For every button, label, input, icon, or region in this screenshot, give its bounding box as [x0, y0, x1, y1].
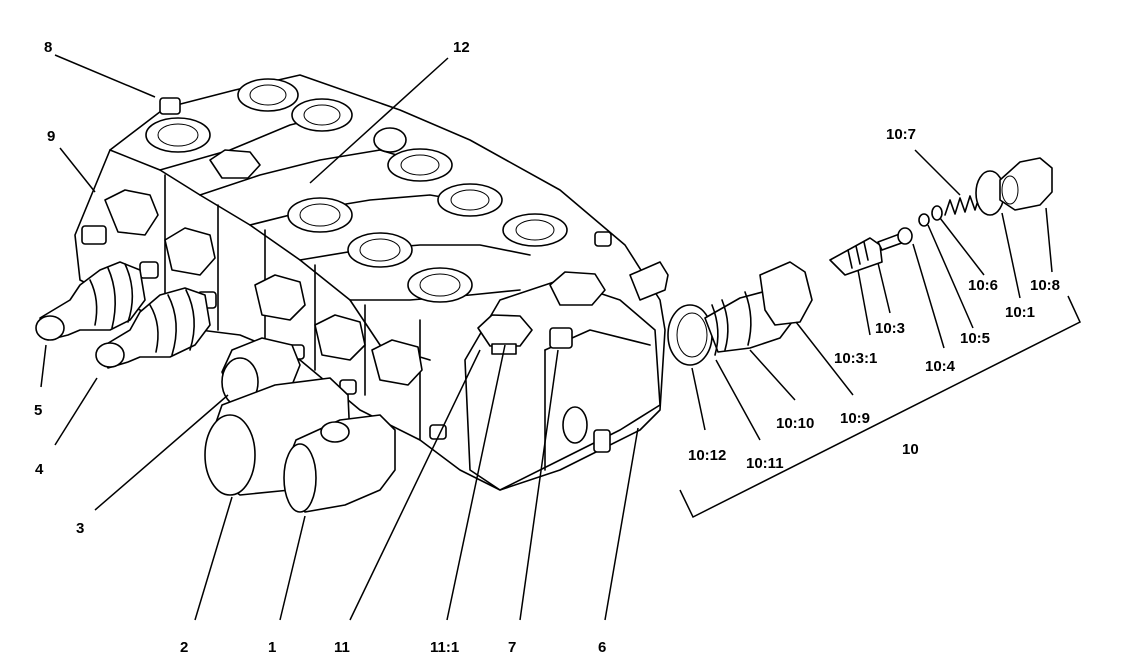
label-10-4: 10:4: [925, 358, 956, 375]
label-10-10: 10:10: [776, 415, 814, 432]
label-6: 6: [598, 639, 606, 656]
label-11-1: 11:1: [430, 639, 459, 656]
label-10: 10: [902, 441, 919, 458]
label-10-9: 10:9: [840, 410, 870, 427]
label-10-3: 10:3: [875, 320, 905, 337]
label-1: 1: [268, 639, 276, 656]
relief-valve-cartridge: [667, 157, 1081, 519]
label-4: 4: [35, 461, 44, 478]
label-9: 9: [47, 128, 55, 145]
label-10-3-1: 10:3:1: [834, 350, 877, 367]
label-3: 3: [76, 520, 84, 537]
label-10-1: 10:1: [1005, 304, 1035, 321]
label-10-6: 10:6: [968, 277, 998, 294]
label-11: 11: [334, 639, 350, 656]
label-12: 12: [453, 39, 470, 56]
label-7: 7: [508, 639, 516, 656]
label-10-12: 10:12: [688, 447, 726, 464]
label-10-5: 10:5: [960, 330, 990, 347]
solenoid-caps: [204, 337, 396, 513]
spool-boots: [35, 261, 211, 369]
label-10-11: 10:11: [746, 455, 784, 472]
label-10-8: 10:8: [1030, 277, 1060, 294]
leader-lines: [40, 54, 1053, 621]
label-2: 2: [180, 639, 188, 656]
label-8: 8: [44, 39, 52, 56]
label-5: 5: [34, 402, 42, 419]
valve-block-body: [74, 74, 669, 491]
part-labels: 8 9 12 5 4 3 2 1 11 11:1 7 6 10:12 10:11…: [34, 39, 1060, 656]
label-10-7: 10:7: [886, 126, 916, 143]
